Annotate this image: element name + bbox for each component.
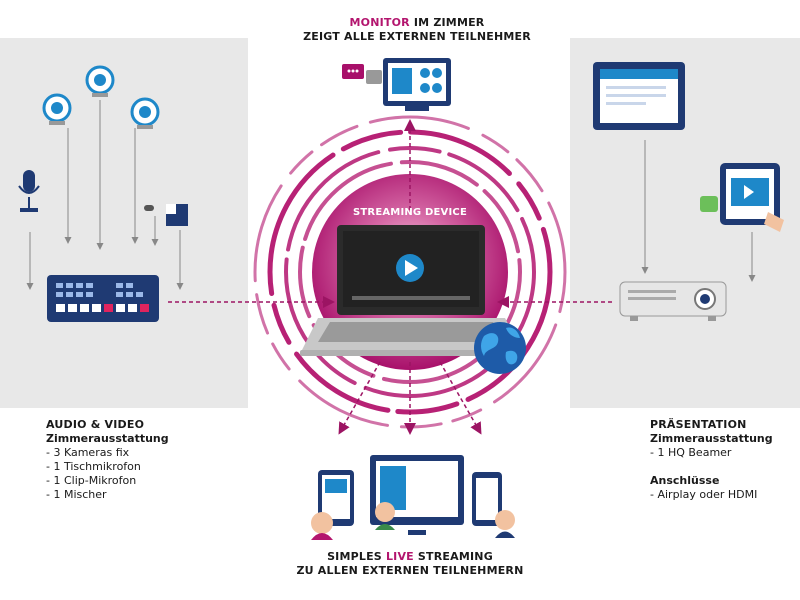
list-item: - 1 Mischer: [46, 488, 107, 501]
participant-avatar-icon: [311, 512, 333, 540]
left-panel-subheading: Zimmerausstattung: [46, 432, 169, 445]
left-panel-heading: AUDIO & VIDEO: [46, 418, 145, 431]
tablet-icon: [700, 163, 784, 232]
live-streaming-post: STREAMING: [413, 550, 493, 563]
right-panel-list2: - Airplay oder HDMI: [650, 488, 795, 502]
projector-connectors: [641, 140, 756, 282]
monitor-title-accent: MONITOR: [349, 16, 410, 29]
participant-devices: [318, 455, 502, 535]
list-item: - 1 Clip-Mikrofon: [46, 474, 137, 487]
list-item: - 1 Tischmikrofon: [46, 460, 141, 473]
right-panel-text: PRÄSENTATION Zimmerausstattung - 1 HQ Be…: [650, 418, 795, 502]
monitor-title: MONITOR IM ZIMMER ZEIGT ALLE EXTERNEN TE…: [300, 16, 534, 44]
microphone-icon: [18, 170, 40, 212]
live-streaming-pre: SIMPLES: [327, 550, 386, 563]
participant-avatar-icon: [375, 502, 395, 530]
flow-arrows: [168, 119, 612, 435]
right-panel-subheading: Zimmerausstattung: [650, 432, 773, 445]
right-panel-list: - 1 HQ Beamer: [650, 446, 795, 460]
audio-mixer-icon: [47, 275, 159, 322]
globe-icon: [474, 322, 526, 374]
monitor-title-rest: IM ZIMMER: [409, 16, 485, 29]
right-panel-subheading2: Anschlüsse: [650, 474, 720, 487]
webcam-icon: [42, 93, 72, 125]
projector-icon: [619, 281, 727, 321]
chat-bubbles-icon: [342, 64, 382, 84]
list-item: - 1 HQ Beamer: [650, 446, 732, 459]
monitor-icon: [383, 58, 451, 111]
webcam-icon: [130, 97, 160, 129]
live-streaming-line2: ZU ALLEN EXTERNEN TEILNEHMERN: [296, 564, 524, 577]
live-streaming-accent: LIVE: [385, 550, 414, 563]
clip-microphone-icon: [144, 204, 188, 226]
participant-avatar-icon: [495, 510, 515, 538]
list-item: - Airplay oder HDMI: [650, 488, 758, 501]
list-item: - 3 Kameras fix: [46, 446, 130, 459]
play-button-icon: [396, 254, 424, 282]
right-panel-heading: PRÄSENTATION: [650, 418, 747, 431]
left-panel-background: [0, 38, 248, 408]
monitor-title-line2: ZEIGT ALLE EXTERNEN TEILNEHMER: [303, 30, 531, 43]
streaming-device-label: STREAMING DEVICE: [353, 207, 467, 218]
input-connectors: [26, 100, 184, 290]
webcam-icon: [85, 65, 115, 97]
left-panel-list: - 3 Kameras fix - 1 Tischmikrofon - 1 Cl…: [46, 446, 226, 502]
live-streaming-title: SIMPLES LIVE STREAMING ZU ALLEN EXTERNEN…: [290, 550, 530, 578]
presentation-screen-icon: [593, 62, 685, 130]
left-panel-text: AUDIO & VIDEO Zimmerausstattung - 3 Kame…: [46, 418, 226, 502]
